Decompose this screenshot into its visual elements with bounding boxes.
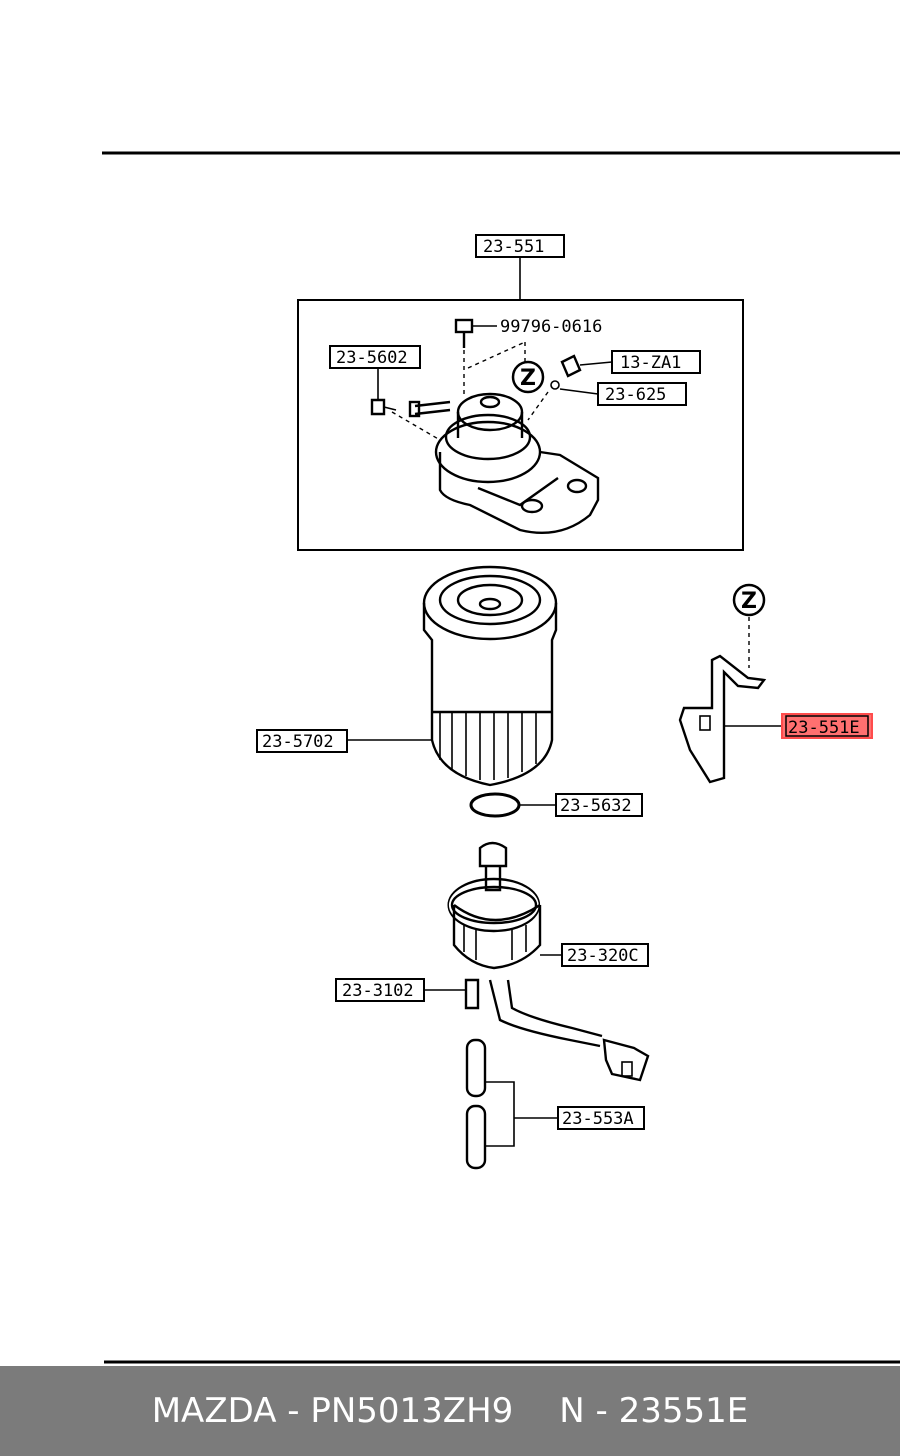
z-marker-top-label: Z: [520, 366, 536, 391]
callout-23-320C[interactable]: 23-320C: [561, 943, 649, 967]
z-marker-bracket: [732, 583, 766, 617]
callout-99796-0616[interactable]: 99796-0616: [500, 317, 602, 337]
z-marker-bracket-label: Z: [741, 589, 757, 614]
callout-23-551E-text: 23-551E: [788, 718, 860, 738]
footer-brand-part: MAZDA - PN5013ZH9: [151, 1391, 514, 1431]
callout-23-551-text: 23-551: [483, 237, 544, 257]
callout-23-5632-text: 23-5632: [560, 796, 632, 816]
callout-23-5632[interactable]: 23-5632: [555, 793, 643, 817]
callout-23-3102-text: 23-3102: [342, 981, 414, 1001]
callout-13-ZA1-text: 13-ZA1: [620, 353, 681, 373]
footer-bar: MAZDA - PN5013ZH9 N - 23551E: [0, 1366, 900, 1456]
z-marker-top: [511, 360, 545, 394]
callout-23-5702[interactable]: 23-5702: [256, 729, 348, 753]
callout-23-625[interactable]: 23-625: [597, 382, 687, 406]
callout-23-5602[interactable]: 23-5602: [329, 345, 421, 400]
footer-ref: N - 23551E: [559, 1391, 749, 1431]
assembly-frame: [297, 299, 744, 551]
callout-23-551E[interactable]: 23-551E: [781, 713, 873, 739]
callout-23-3102[interactable]: 23-3102: [335, 978, 425, 1002]
callout-99796-0616-text: 99796-0616: [500, 317, 602, 337]
callout-13-ZA1[interactable]: 13-ZA1: [611, 350, 701, 374]
callout-23-551[interactable]: 23-551: [475, 234, 565, 258]
callout-23-5602-text: 23-5602: [336, 348, 408, 368]
callout-23-320C-text: 23-320C: [567, 946, 639, 966]
sensor-bowl-drawing: [424, 841, 650, 1170]
filter-element-drawing: [348, 565, 558, 787]
filter-head-drawing: [370, 318, 613, 534]
callout-23-625-text: 23-625: [605, 385, 666, 405]
callout-23-553A-text: 23-553A: [562, 1109, 634, 1129]
o-ring-drawing: [469, 792, 521, 818]
bracket-drawing: [678, 654, 782, 784]
callout-23-553A[interactable]: 23-553A: [557, 1106, 645, 1130]
callout-23-5702-text: 23-5702: [262, 732, 334, 752]
